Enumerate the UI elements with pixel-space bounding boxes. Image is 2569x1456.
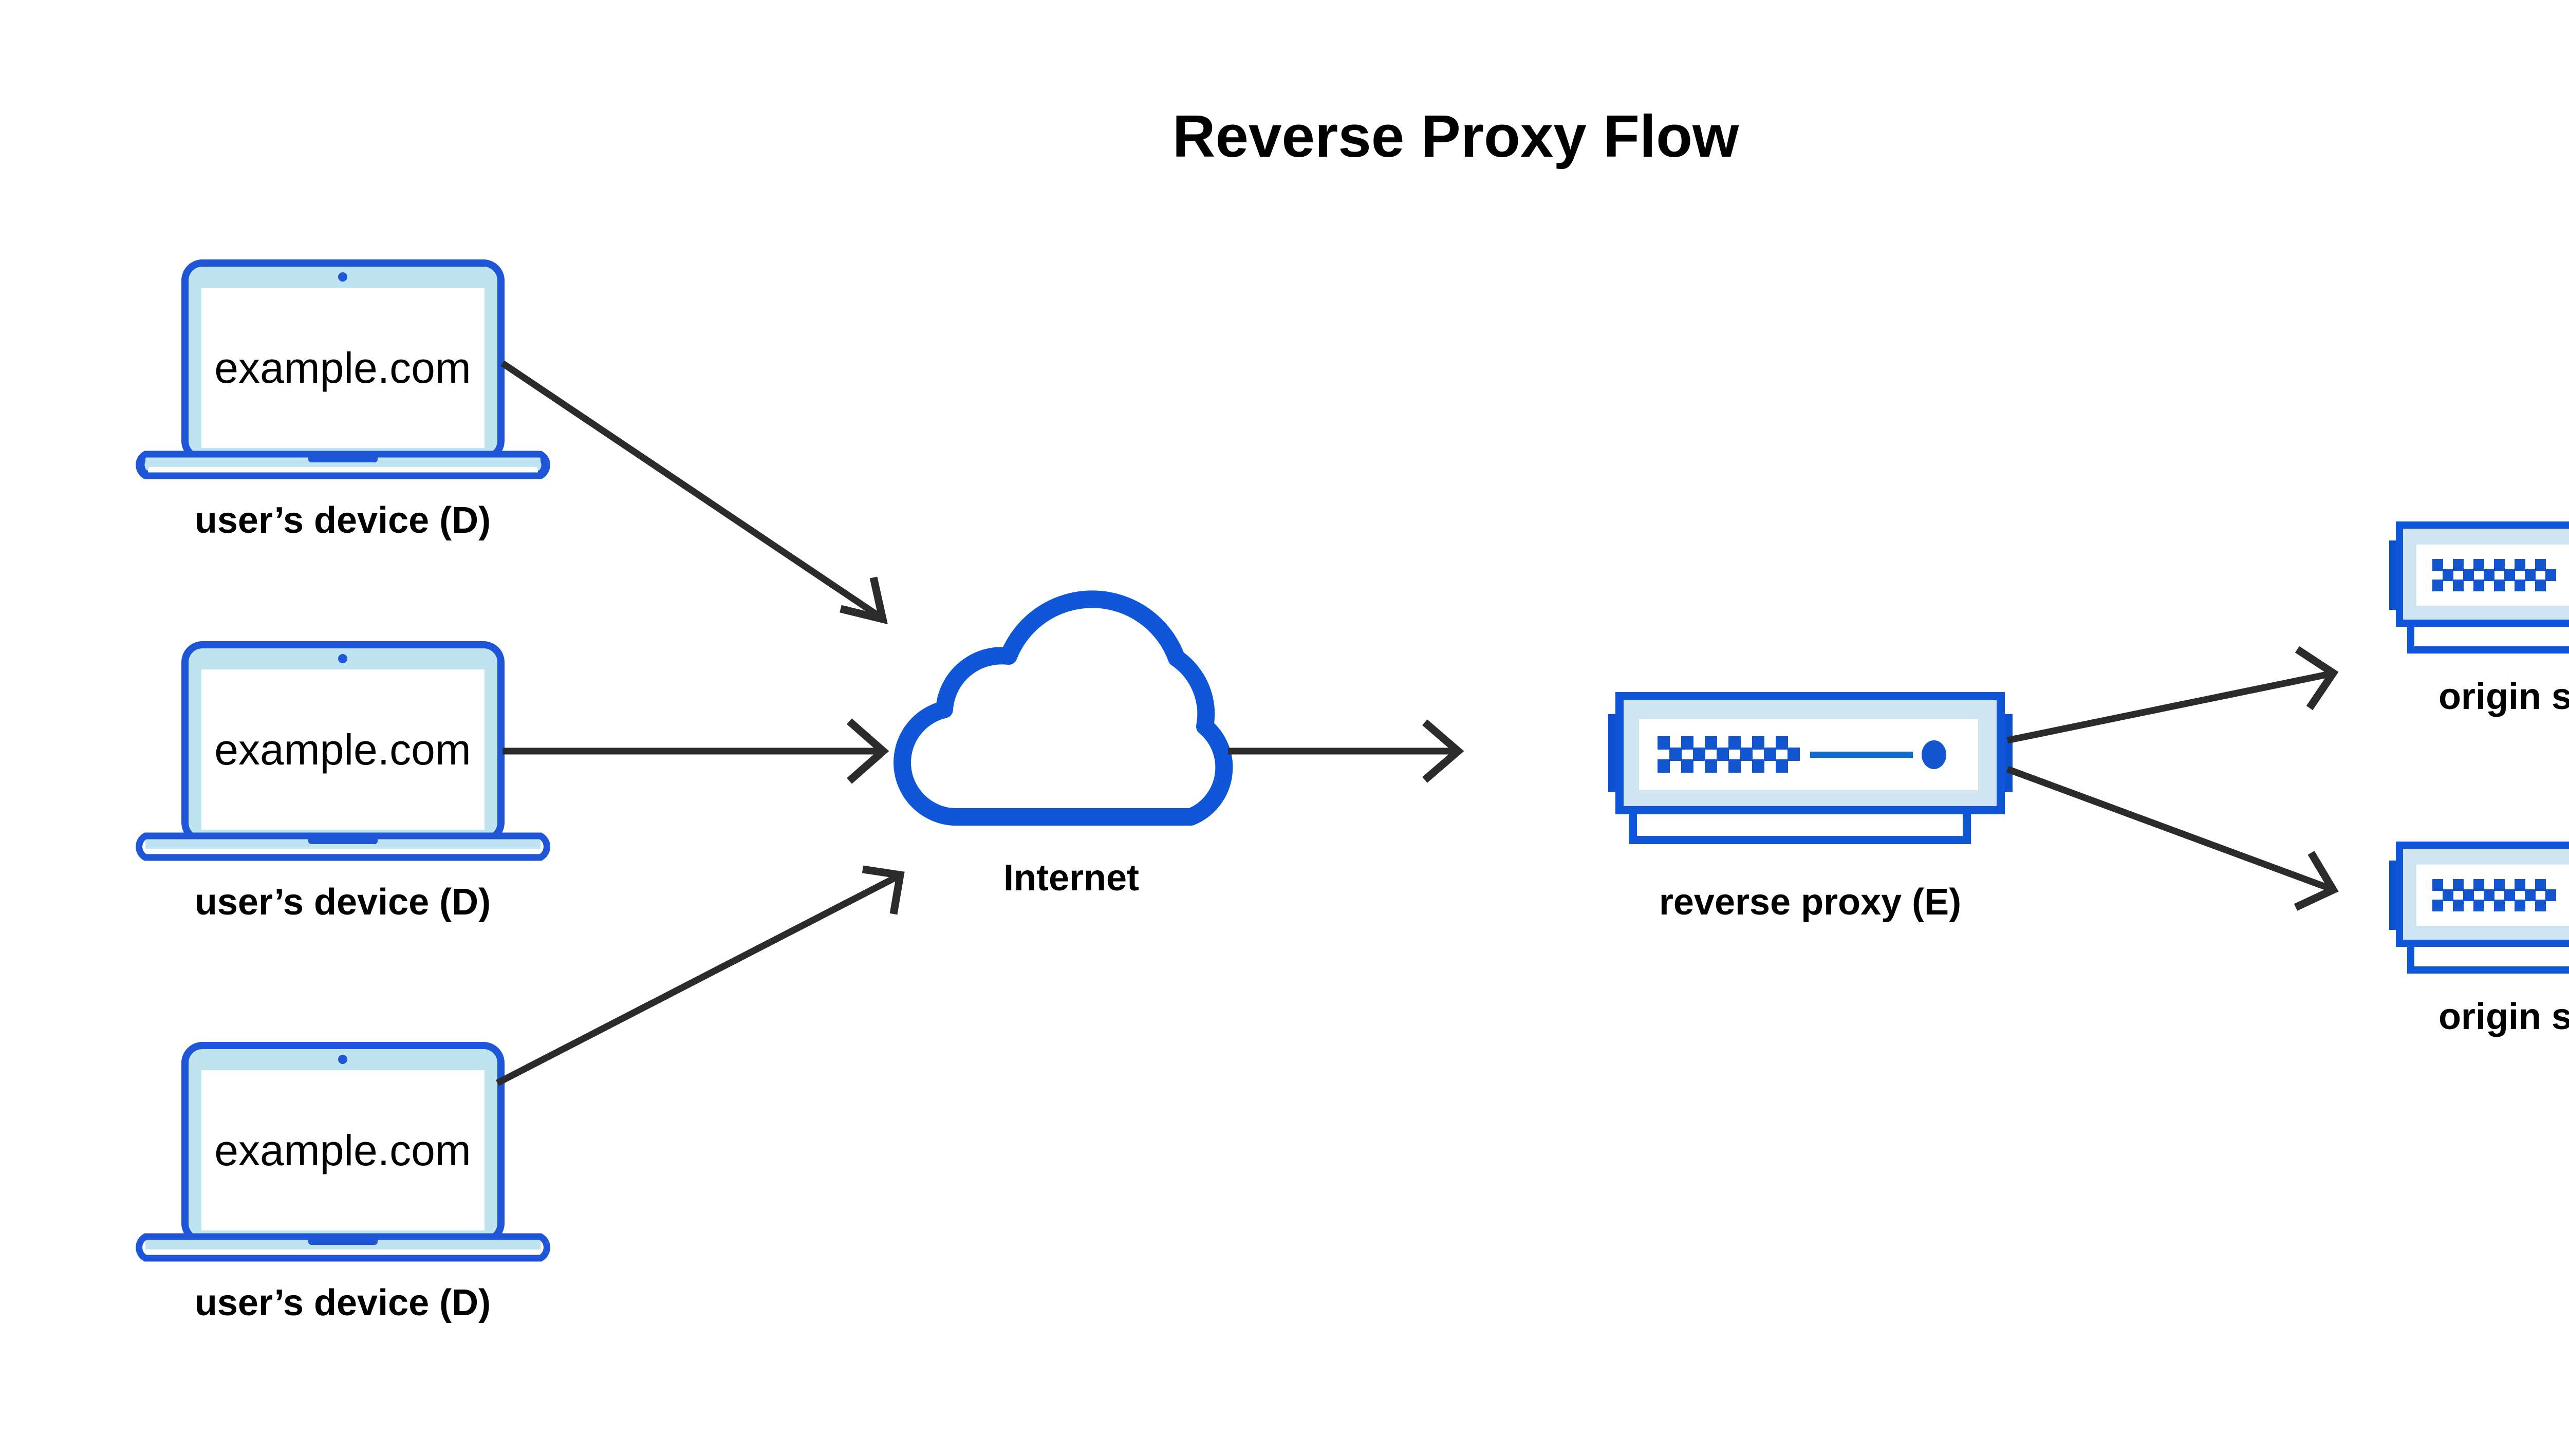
connection-reverse-proxy-to-origin-top [2006, 646, 2339, 744]
server-status-led [1922, 740, 1946, 769]
reverse-proxy-label: reverse proxy (E) [1659, 882, 1961, 923]
origin-bottom-label: origin server (F) [2438, 996, 2569, 1037]
laptop-icon [136, 641, 550, 861]
origin-bottom-group[interactable]: origin server (F) [2389, 842, 2569, 1037]
connection-device-bottom-to-internet [496, 865, 905, 1086]
device-top-screen-text: example.com [214, 344, 471, 392]
origin-top-group[interactable]: origin server (F) [2389, 521, 2569, 717]
device-top-label: user’s device (D) [195, 500, 491, 541]
reverse-proxy-group[interactable]: reverse proxy (E) [1608, 692, 2013, 923]
laptop-icon [136, 1042, 550, 1262]
internet-group[interactable]: Internet [893, 590, 1233, 899]
device-middle-group[interactable]: example.com user’s device (D) [136, 641, 550, 923]
device-bottom-group[interactable]: example.com user’s device (D) [136, 1042, 550, 1323]
device-middle-screen-text: example.com [214, 725, 471, 774]
device-bottom-screen-text: example.com [214, 1126, 471, 1174]
device-bottom-label: user’s device (D) [195, 1282, 491, 1323]
connection-reverse-proxy-to-origin-bottom [2006, 766, 2339, 911]
device-middle-label: user’s device (D) [195, 882, 491, 923]
server-icon [2389, 842, 2569, 974]
cloud-icon [893, 590, 1233, 826]
internet-label: Internet [1003, 857, 1139, 899]
server-icon [2389, 521, 2569, 654]
server-icon [1608, 692, 2013, 844]
laptop-icon [136, 259, 550, 479]
server-vent-dots [2432, 879, 2556, 911]
device-top-group[interactable]: example.com user’s device (D) [136, 259, 550, 541]
server-vent-dots [2432, 559, 2556, 591]
connection-internet-to-reverse-proxy [1228, 719, 1464, 783]
origin-top-label: origin server (F) [2438, 676, 2569, 717]
server-status-line [1810, 752, 1913, 758]
server-vent-dots [1658, 736, 1800, 773]
connection-device-top-to-internet [500, 360, 888, 625]
page-title: Reverse Proxy Flow [1172, 103, 1739, 170]
connection-device-middle-to-internet [502, 718, 889, 784]
